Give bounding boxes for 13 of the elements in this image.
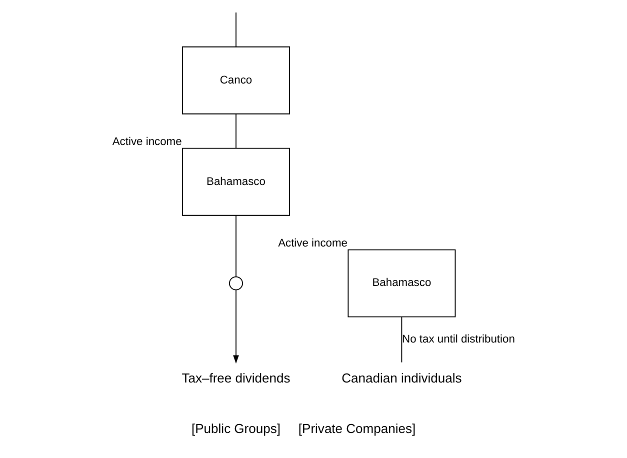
- label: [Private Companies]: [298, 420, 416, 436]
- node-label: Active income: [112, 136, 182, 148]
- label: [Public Groups]: [192, 420, 280, 436]
- node-circle: [229, 276, 243, 290]
- node-label: Active income: [278, 238, 348, 250]
- node-text: Canadian individuals: [342, 370, 462, 386]
- arrow: [233, 289, 239, 364]
- connector: [401, 316, 402, 363]
- node-box: Canco: [182, 46, 290, 114]
- node-box: Bahamasco: [182, 148, 290, 216]
- node-box: Bahamasco: [348, 249, 456, 318]
- node-text: Tax–free dividends: [182, 370, 290, 386]
- edge-label: No tax until distribution: [402, 334, 515, 346]
